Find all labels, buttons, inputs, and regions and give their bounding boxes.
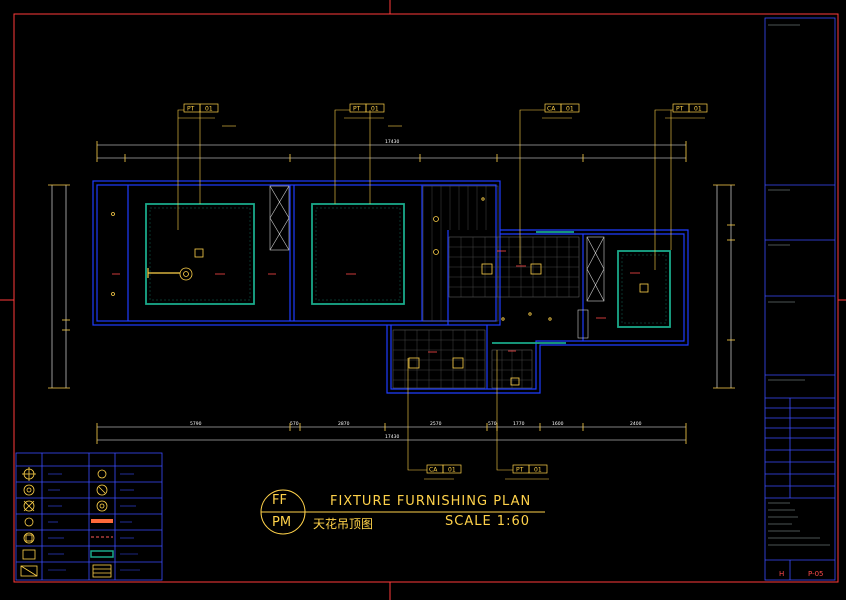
tag-3: CA 01 bbox=[544, 103, 580, 113]
sheet-label: H bbox=[779, 570, 785, 578]
legend-symbols bbox=[20, 467, 112, 578]
tag-4-num: 01 bbox=[694, 106, 702, 113]
tag-4: PT 01 bbox=[672, 103, 708, 113]
walls bbox=[92, 180, 689, 394]
legend-line-samples bbox=[90, 519, 114, 558]
dim-bottom-8: 2400 bbox=[630, 421, 642, 427]
tag-5-num: 01 bbox=[448, 467, 456, 474]
tag-3-code: CA bbox=[547, 106, 556, 113]
title-block bbox=[764, 17, 836, 581]
dim-bottom-1: 5790 bbox=[190, 421, 202, 427]
tile-grid bbox=[392, 236, 580, 389]
tag-4-code: PT bbox=[676, 106, 684, 113]
dim-top-total: 17430 bbox=[385, 139, 399, 145]
dim-bottom-2: 570 bbox=[290, 421, 299, 427]
tag-5-code: CA bbox=[429, 467, 438, 474]
sheet-number: P-05 bbox=[808, 570, 824, 578]
tag-2: PT 01 bbox=[349, 103, 385, 113]
dim-bottom-7: 1600 bbox=[552, 421, 564, 427]
cabinets bbox=[269, 185, 605, 339]
light-fixtures bbox=[111, 197, 649, 386]
tag-3-num: 01 bbox=[566, 106, 574, 113]
title-block-fine-text bbox=[768, 24, 830, 546]
title-code-bottom: PM bbox=[272, 515, 292, 530]
ceiling-recess-inner bbox=[149, 207, 667, 324]
tag-5: CA 01 bbox=[426, 464, 462, 474]
tag-6-num: 01 bbox=[534, 467, 542, 474]
tag-1-num: 01 bbox=[205, 106, 213, 113]
tag-6: PT 01 bbox=[512, 464, 548, 474]
leader-lines bbox=[177, 109, 673, 471]
dim-bottom-total: 17430 bbox=[385, 434, 399, 440]
tag-2-num: 01 bbox=[371, 106, 379, 113]
dimension-lines bbox=[51, 144, 732, 441]
dimension-ticks bbox=[48, 141, 735, 444]
light-strip bbox=[147, 268, 180, 278]
title-emblem bbox=[260, 489, 545, 535]
tag-2-code: PT bbox=[353, 106, 361, 113]
ceiling-recesses bbox=[145, 203, 671, 344]
height-markers bbox=[112, 250, 640, 353]
page-title: FIXTURE FURNISHING PLAN bbox=[330, 494, 532, 509]
page-title-chinese: 天花吊顶图 bbox=[313, 517, 374, 531]
tag-1-code: PT bbox=[187, 106, 195, 113]
legend-table bbox=[15, 452, 163, 581]
dimension-text: 17430 17430 5790 570 2870 2570 570 1770 … bbox=[190, 139, 642, 440]
tag-notes bbox=[178, 117, 705, 480]
dim-bottom-3: 2870 bbox=[338, 421, 350, 427]
tag-6-code: PT bbox=[516, 467, 524, 474]
title-code-top: FF bbox=[272, 493, 287, 508]
dim-bottom-5: 570 bbox=[488, 421, 497, 427]
legend-labels bbox=[48, 473, 140, 571]
corridor-strips bbox=[422, 185, 499, 322]
tag-1: PT 01 bbox=[183, 103, 219, 113]
scale-label: SCALE 1:60 bbox=[445, 514, 531, 529]
dim-bottom-4: 2570 bbox=[430, 421, 442, 427]
dim-bottom-6: 1770 bbox=[513, 421, 525, 427]
